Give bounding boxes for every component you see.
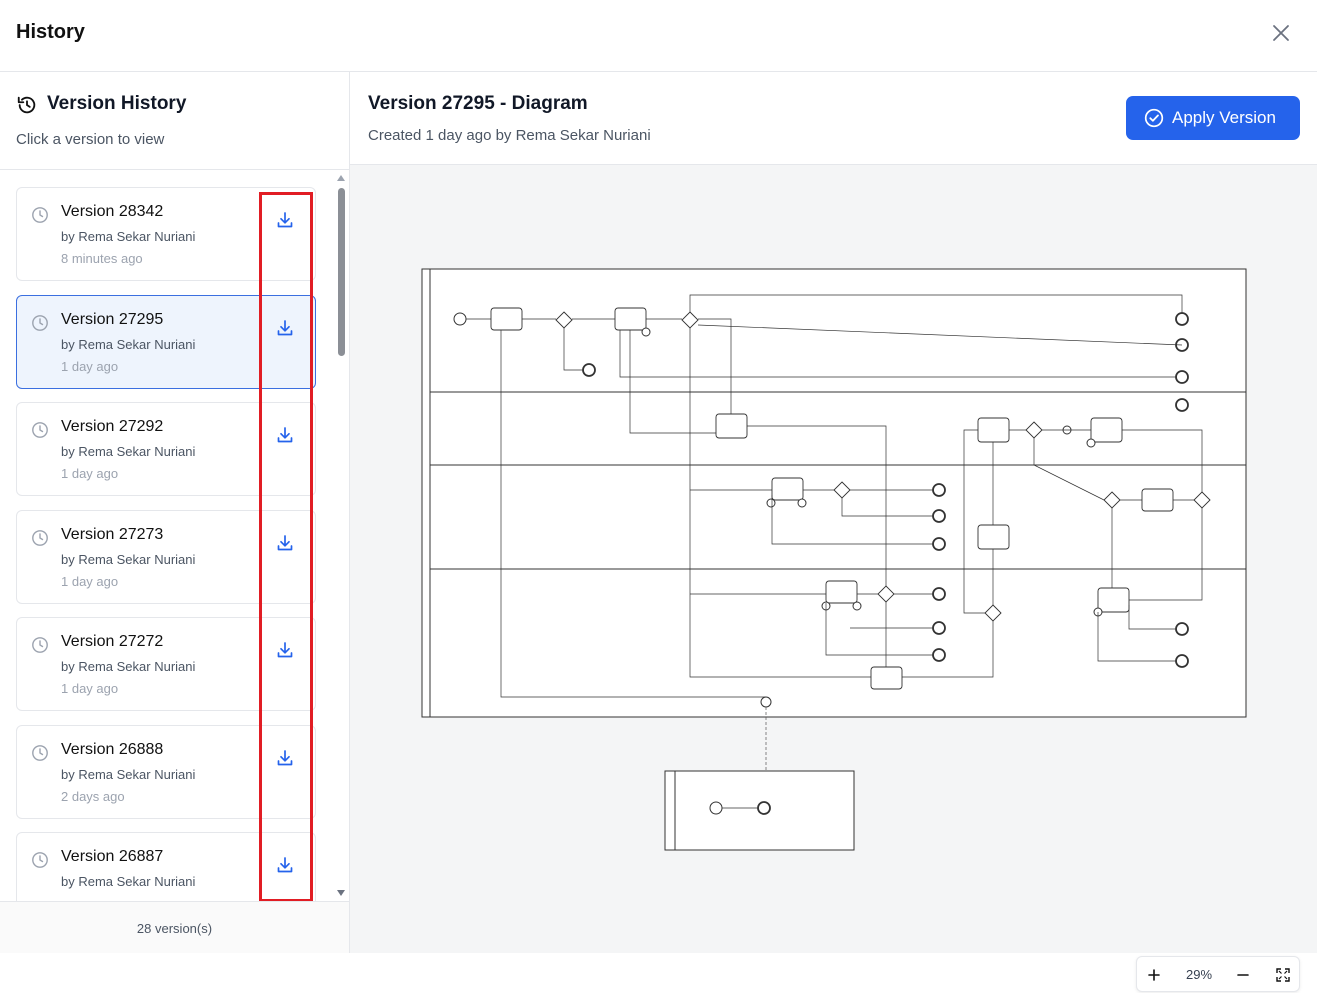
download-icon: [277, 642, 293, 658]
fit-screen-button[interactable]: [1268, 957, 1298, 993]
version-item[interactable]: Version 27272 by Rema Sekar Nuriani 1 day …: [16, 617, 316, 711]
version-name: Version 27292: [61, 418, 164, 435]
clock-icon: [32, 422, 48, 438]
version-time: 1 day ago: [61, 681, 119, 696]
apply-version-button[interactable]: Apply Version: [1126, 96, 1300, 140]
download-button[interactable]: [275, 318, 295, 338]
sidebar-header: Version History Click a version to view: [0, 72, 349, 170]
clock-icon: [32, 315, 48, 331]
clock-icon: [32, 530, 48, 546]
zoom-in-icon: [1148, 969, 1160, 981]
gateways: [555, 311, 1211, 622]
version-author: by Rema Sekar Nuriani: [61, 874, 196, 889]
dialog-title: History: [16, 21, 85, 43]
download-icon: [277, 212, 293, 228]
version-item[interactable]: Version 26887 by Rema Sekar Nuriani: [16, 832, 316, 901]
download-icon: [277, 857, 293, 873]
version-item[interactable]: Version 26888 by Rema Sekar Nuriani 2 days…: [16, 725, 316, 819]
version-time: 2 days ago: [61, 789, 125, 804]
dialog-header: History: [0, 0, 1317, 72]
zoom-out-button[interactable]: [1228, 957, 1258, 993]
clock-icon: [32, 637, 48, 653]
scrollbar-thumb[interactable]: [338, 188, 345, 356]
version-time: 1 day ago: [61, 574, 119, 589]
download-button[interactable]: [275, 640, 295, 660]
version-item[interactable]: Version 28342 by Rema Sekar Nuriani 8 minu…: [16, 187, 316, 281]
fit-screen-icon: [1276, 968, 1290, 982]
version-time: 8 minutes ago: [61, 251, 143, 266]
version-time: 1 day ago: [61, 466, 119, 481]
version-author: by Rema Sekar Nuriani: [61, 444, 196, 459]
sidebar-footer: 28 version(s): [0, 901, 349, 953]
download-icon: [277, 750, 293, 766]
version-name: Version 27273: [61, 526, 164, 543]
zoom-in-button[interactable]: [1139, 957, 1169, 993]
version-title: Version 27295 - Diagram: [368, 93, 588, 114]
scroll-up-arrow[interactable]: [337, 175, 345, 181]
clock-icon: [32, 852, 48, 868]
version-name: Version 26888: [61, 741, 164, 758]
check-circle-icon: [1144, 108, 1164, 128]
bpmn-diagram: [421, 268, 1247, 851]
external-pool: [664, 770, 855, 851]
version-author: by Rema Sekar Nuriani: [61, 229, 196, 244]
zoom-controls: 29%: [1136, 956, 1300, 992]
download-icon: [277, 535, 293, 551]
version-author: by Rema Sekar Nuriani: [61, 337, 196, 352]
download-button[interactable]: [275, 748, 295, 768]
scroll-down-arrow[interactable]: [337, 890, 345, 896]
clock-icon: [32, 745, 48, 761]
version-author: by Rema Sekar Nuriani: [61, 552, 196, 567]
version-list: Version 28342 by Rema Sekar Nuriani 8 minu…: [0, 171, 334, 901]
sidebar-subheading: Click a version to view: [16, 131, 165, 148]
clock-icon: [32, 207, 48, 223]
download-button[interactable]: [275, 210, 295, 230]
version-author: by Rema Sekar Nuriani: [61, 659, 196, 674]
download-icon: [277, 427, 293, 443]
zoom-level: 29%: [1185, 967, 1213, 982]
version-name: Version 27295: [61, 311, 164, 328]
version-name: Version 28342: [61, 203, 164, 220]
download-icon: [277, 320, 293, 336]
apply-version-label: Apply Version: [1172, 108, 1276, 127]
close-icon: [1273, 25, 1289, 41]
history-icon: [17, 96, 36, 114]
main-header: Version 27295 - Diagram Created 1 day ag…: [350, 72, 1317, 165]
zoom-out-icon: [1237, 974, 1249, 976]
version-created: Created 1 day ago by Rema Sekar Nuriani: [368, 127, 651, 144]
download-button[interactable]: [275, 425, 295, 445]
version-sidebar: Version History Click a version to view …: [0, 72, 350, 953]
version-name: Version 27272: [61, 633, 164, 650]
version-item[interactable]: Version 27292 by Rema Sekar Nuriani 1 day …: [16, 402, 316, 496]
version-author: by Rema Sekar Nuriani: [61, 767, 196, 782]
main-panel: Version 27295 - Diagram Created 1 day ag…: [350, 72, 1317, 992]
download-button[interactable]: [275, 855, 295, 875]
version-item[interactable]: Version 27295 by Rema Sekar Nuriani 1 day …: [16, 295, 316, 389]
version-name: Version 26887: [61, 848, 164, 865]
sidebar-heading: Version History: [47, 93, 187, 114]
version-count: 28 version(s): [136, 921, 213, 936]
diagram-canvas[interactable]: 29%: [350, 165, 1317, 992]
close-button[interactable]: [1268, 20, 1294, 46]
sequence-flows: [466, 294, 1203, 698]
main-pool: [421, 268, 1247, 718]
version-item[interactable]: Version 27273 by Rema Sekar Nuriani 1 day …: [16, 510, 316, 604]
version-time: 1 day ago: [61, 359, 119, 374]
download-button[interactable]: [275, 533, 295, 553]
